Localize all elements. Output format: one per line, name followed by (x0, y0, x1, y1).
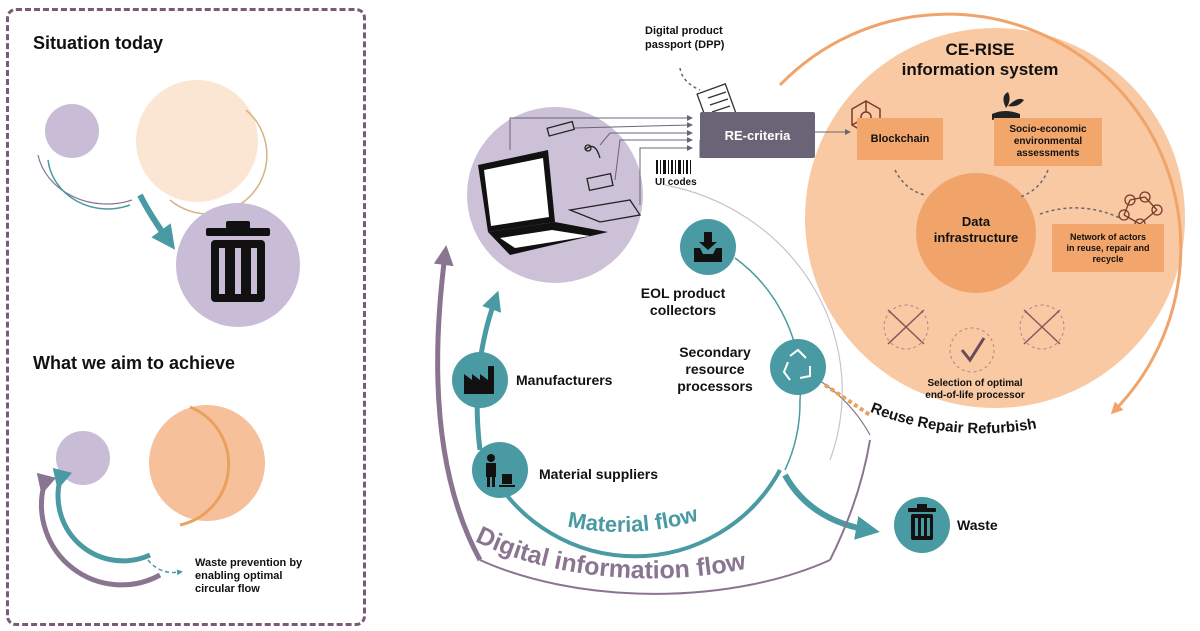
manufacturers-node (452, 352, 508, 408)
cerise-title: CE-RISE information system (880, 40, 1080, 80)
connector-network-data (1039, 207, 1121, 219)
network-line: Network of actors (1069, 231, 1147, 242)
situation-today-graphic (37, 80, 300, 327)
secondary-line: resource (685, 361, 745, 377)
eol-collectors-label: EOL product collectors (628, 285, 738, 319)
hand-plant-icon (992, 92, 1024, 120)
waste-trash-icon (908, 504, 936, 540)
barcode-icon (656, 160, 691, 174)
aim-caption: Waste prevention by enabling optimal cir… (195, 557, 302, 596)
secondary-processors-label: Secondary resource processors (665, 344, 765, 395)
aim-caption-line: enabling optimal (195, 570, 283, 582)
factory-icon (464, 366, 494, 394)
re-criteria-box: RE-criteria (700, 112, 815, 158)
teal-arc-aim (52, 467, 152, 564)
waste-label: Waste (957, 517, 998, 533)
aim-caption-line: Waste prevention by (195, 557, 303, 569)
orange-circle-today (136, 80, 258, 202)
aim-caption-line: circular flow (195, 583, 260, 595)
digital-flow-arc-bottom (479, 559, 831, 595)
eol-line: EOL product (640, 285, 726, 301)
rejected-processor-right-icon (1019, 304, 1065, 350)
network-icon (1118, 191, 1163, 230)
purple-circle-aim (56, 431, 110, 485)
network-line: in reuse, repair and (1066, 242, 1150, 253)
digital-flow-arc-left (433, 245, 483, 562)
components-icons (546, 120, 642, 223)
dpp-connector (679, 67, 701, 91)
socio-economic-box: Socio-economic environmental assessments (994, 118, 1102, 166)
orange-arc-aim (179, 405, 231, 527)
thin-outer-arc (664, 184, 843, 461)
digital-flow-arc-right (829, 439, 871, 561)
purple-arc-today (37, 154, 133, 205)
waste-node (894, 497, 950, 553)
connector-socio-data (1019, 169, 1049, 198)
component-to-criteria-lines (509, 115, 693, 205)
data-infra-line: Data (961, 214, 991, 229)
material-flow-arc-bottom (488, 469, 782, 559)
cerise-title-line: information system (901, 60, 1059, 79)
material-suppliers-node (472, 442, 528, 498)
selected-processor-check-icon (949, 327, 995, 373)
heading-what-we-aim: What we aim to achieve (33, 353, 236, 373)
material-flow-label: Material flow (566, 501, 701, 537)
dashed-link-reuse (823, 383, 872, 417)
left-panel (6, 8, 366, 626)
material-flow-arc-right (784, 399, 801, 471)
worker-icon (486, 454, 515, 487)
dpp-line: passport (DPP) (645, 39, 725, 51)
secondary-processors-node (770, 339, 826, 395)
purple-arc-aim (36, 472, 162, 588)
socio-line: environmental (1013, 136, 1083, 147)
socio-line: Socio-economic (1009, 124, 1087, 135)
teal-arrow-to-waste-today (137, 193, 176, 250)
ui-codes-label: UI codes (655, 177, 697, 188)
cerise-title-line: CE-RISE (945, 40, 1015, 59)
data-infrastructure-label: Data infrastructure (906, 214, 1046, 246)
heading-situation-today: Situation today (33, 33, 163, 53)
manufacturers-label: Manufacturers (516, 372, 613, 388)
purple-circle-today (45, 104, 99, 158)
data-infrastructure-circle (916, 173, 1036, 293)
secondary-line: processors (677, 378, 753, 394)
dpp-label: Digital product passport (DPP) (645, 24, 724, 52)
dpp-line: Digital product (645, 25, 723, 37)
cerise-outer-arrow (778, 12, 1183, 415)
selection-label: Selection of optimal end-of-life process… (895, 378, 1055, 402)
rejected-processor-left-icon (883, 304, 929, 350)
arrow-to-waste (782, 473, 880, 540)
connector-blockchain-data (894, 169, 926, 196)
network-actors-box: Network of actors in reuse, repair and r… (1052, 224, 1164, 272)
teal-arc-today (47, 159, 131, 210)
data-infra-line: infrastructure (933, 230, 1019, 245)
recycle-icon (782, 348, 811, 381)
secondary-line: Secondary (679, 344, 751, 360)
aim-graphic (36, 405, 265, 588)
blockchain-box: Blockchain (857, 118, 943, 160)
eol-collectors-node (680, 219, 736, 275)
orange-circle-aim (149, 405, 265, 521)
socio-line: assessments (1016, 148, 1080, 159)
eol-line: collectors (649, 302, 717, 318)
trash-icon (206, 221, 270, 302)
selection-line: end-of-life processor (925, 390, 1025, 401)
laptop-icon (478, 150, 608, 255)
orange-arc-today (169, 109, 268, 215)
selection-line: Selection of optimal (927, 378, 1023, 389)
network-line: recycle (1092, 253, 1124, 264)
dashed-arrow-aim (147, 559, 183, 576)
material-suppliers-label: Material suppliers (539, 466, 659, 482)
